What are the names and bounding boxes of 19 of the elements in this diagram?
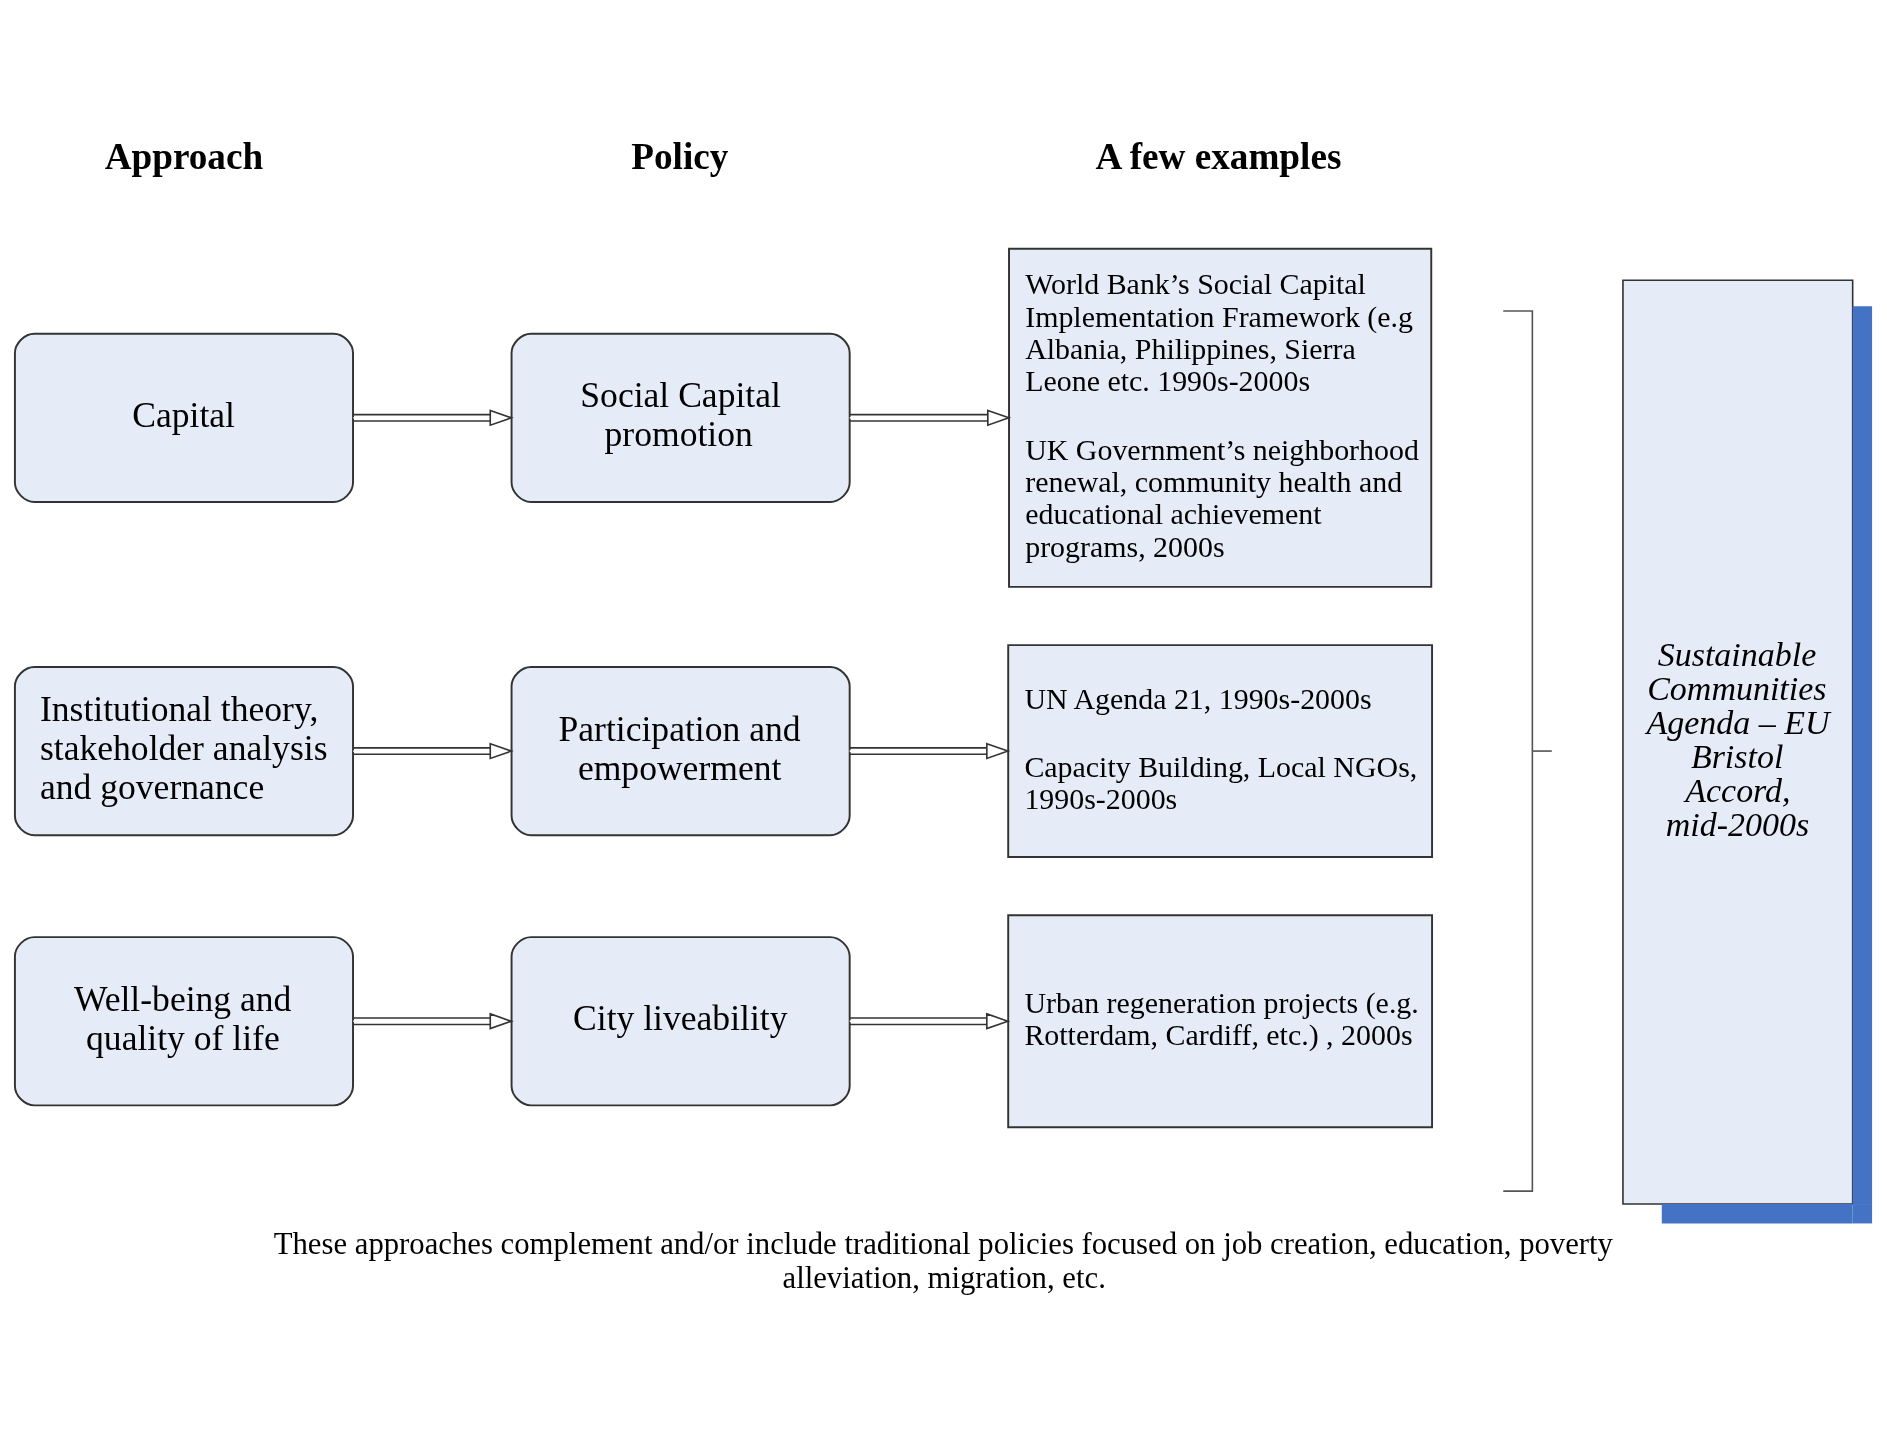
arrow — [352, 408, 514, 426]
node-box: Social Capital promotion — [510, 332, 851, 503]
node-box: UN Agenda 21, 1990s-2000s Capacity Building, Local NGOs, 1990s-2000s — [1007, 643, 1434, 858]
label: A few examples — [1095, 135, 1342, 177]
arrow — [352, 742, 514, 760]
node-box: City liveability — [510, 935, 851, 1106]
label: Policy — [631, 135, 729, 177]
label: Approach — [104, 135, 264, 177]
node-box: Participation and empowerment — [510, 665, 851, 836]
arrow — [848, 742, 1011, 760]
arrow — [848, 408, 1012, 426]
arrow — [848, 1012, 1011, 1030]
node-box: World Bank’s Social Capital Implementation Framework (e.g Albania, Philippines, Sierra Leone etc. 1990s-2000s UK Government’s neighborhood renewal, community health and educational achievement programs, 2000s — [1008, 247, 1433, 588]
node-box: Urban regeneration projects (e.g. Rotterdam, Cardiff, etc.) , 2000s — [1007, 913, 1434, 1128]
caption: These approaches complement and/or include traditional policies focused on job creation, education, poverty alleviation, migration, etc. — [273, 1226, 1613, 1295]
node-box: Institutional theory, stakeholder analysis and governance — [13, 665, 354, 836]
node-box: Capital — [13, 332, 354, 503]
arrow — [352, 1012, 514, 1030]
node-box: Well-being and quality of life — [13, 935, 354, 1106]
